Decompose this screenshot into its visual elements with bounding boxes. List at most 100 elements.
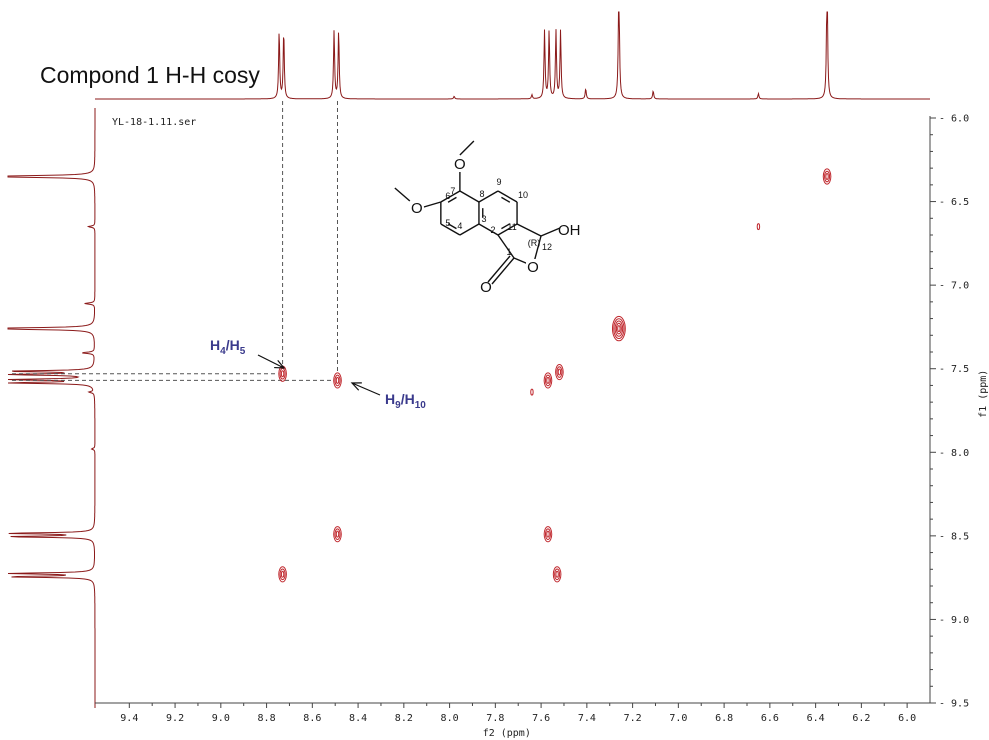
double-bond (447, 196, 457, 203)
y-tick-label: - 6.0 (939, 114, 969, 125)
methoxy-bond (423, 201, 442, 208)
atom-number-label: 5 (445, 218, 450, 228)
annotation-main: H (385, 391, 395, 407)
label-bg (409, 201, 424, 216)
contour-ring (335, 376, 340, 384)
contour-ring (544, 528, 551, 540)
spectrum-traces-layer (7, 11, 930, 708)
cross-peak (543, 372, 553, 389)
x-tick-label: 7.4 (578, 713, 596, 724)
bond (459, 190, 480, 203)
x-tick-label: 9.4 (120, 713, 138, 724)
bond (516, 223, 542, 237)
methyl-bond (459, 140, 475, 156)
annotation-sep: /H (401, 391, 415, 407)
methoxy-oxygen-label: O (454, 156, 466, 173)
carbonyl-double-bond (487, 255, 511, 283)
y-tick-label: - 9.5 (939, 699, 969, 710)
bond (478, 223, 499, 236)
bond (497, 223, 518, 236)
y-tick-label: - 6.5 (939, 197, 969, 208)
double-bond (501, 223, 511, 230)
atom-number-label: 11 (507, 222, 516, 232)
x-tick-label: 6.8 (715, 713, 733, 724)
ring-oxygen-label: O (527, 259, 539, 276)
annotation-sub2: 10 (415, 400, 427, 411)
bond (459, 223, 480, 236)
contour-ring (543, 526, 553, 543)
atom-number-label: 10 (518, 190, 528, 200)
carbonyl-oxygen-label: O (480, 279, 492, 296)
atom-number-label: 6 (445, 191, 450, 201)
annotation-label: H9/H10 (385, 391, 426, 411)
hydroxyl-bond (540, 227, 561, 237)
x-tick-label: 8.0 (441, 713, 459, 724)
contour-ring (279, 367, 286, 380)
bond (497, 190, 518, 203)
cross-peak (555, 363, 564, 381)
x-tick-label: 6.0 (898, 713, 916, 724)
x-tick-label: 8.4 (349, 713, 367, 724)
annotation-sub1: 4 (220, 346, 226, 357)
annotation-sep: /H (226, 337, 240, 353)
contour-ring (530, 388, 534, 396)
contour-ring (557, 368, 562, 376)
contour-ring (333, 372, 342, 389)
cross-peak (611, 315, 626, 342)
atom-number-label: 8 (479, 189, 484, 199)
contour-ring (617, 325, 621, 333)
contour-ring (334, 374, 341, 387)
x-tick-label: 9.2 (166, 713, 184, 724)
label-bg (526, 259, 540, 274)
annotation-arrow-shaft (351, 382, 381, 396)
contour-ring (556, 366, 563, 378)
x-tick-label: 7.6 (532, 713, 550, 724)
y-tick-label: - 7.0 (939, 281, 969, 292)
atom-number-label: 12 (542, 242, 552, 252)
guide-lines-layer (12, 101, 338, 381)
contour-ring (824, 170, 831, 183)
x-tick-label: 8.6 (303, 713, 321, 724)
contour-ring (614, 320, 624, 337)
contour-ring (822, 168, 832, 185)
x-tick-label: 8.2 (395, 713, 413, 724)
top-1d-spectrum (95, 11, 930, 100)
contour-ring (611, 315, 626, 342)
contour-ring (335, 530, 340, 538)
contour-ring (543, 372, 553, 389)
contour-ring (825, 173, 829, 180)
contour-ring (280, 370, 285, 378)
bond (440, 223, 461, 236)
x-tick-label: 8.8 (258, 713, 276, 724)
x-tick-label: 6.2 (852, 713, 870, 724)
y-tick-label: - 8.0 (939, 448, 969, 459)
contour-ring (554, 568, 561, 581)
y-tick-label: - 8.5 (939, 531, 969, 542)
hydroxyl-label: OH (558, 222, 581, 239)
y-axis-label: f1 (ppm) (978, 370, 989, 418)
contour-ring (555, 363, 564, 381)
cross-peak (333, 526, 342, 543)
contour-ring (278, 566, 287, 583)
molecule-bonds (394, 140, 561, 285)
contour-ring (613, 318, 625, 340)
x-tick-label: 7.0 (669, 713, 687, 724)
y-tick-label: - 9.0 (939, 615, 969, 626)
methoxy-oxygen-label: O (411, 200, 423, 217)
methyl-bond (394, 187, 411, 202)
bond (440, 190, 461, 203)
page-title: Compond 1 H-H cosy (40, 62, 260, 88)
cross-peak (530, 388, 534, 396)
annotation-arrow-head (274, 360, 286, 369)
annotation-arrow-head (350, 382, 362, 391)
atom-number-label: 9 (496, 177, 501, 187)
contour-ring (546, 376, 550, 384)
x-tick-label: 7.8 (486, 713, 504, 724)
double-bond (501, 196, 511, 203)
contour-ring (334, 528, 341, 540)
double-bond (447, 223, 457, 230)
contour-ring (546, 530, 550, 538)
atom-number-label: 2 (490, 225, 495, 235)
